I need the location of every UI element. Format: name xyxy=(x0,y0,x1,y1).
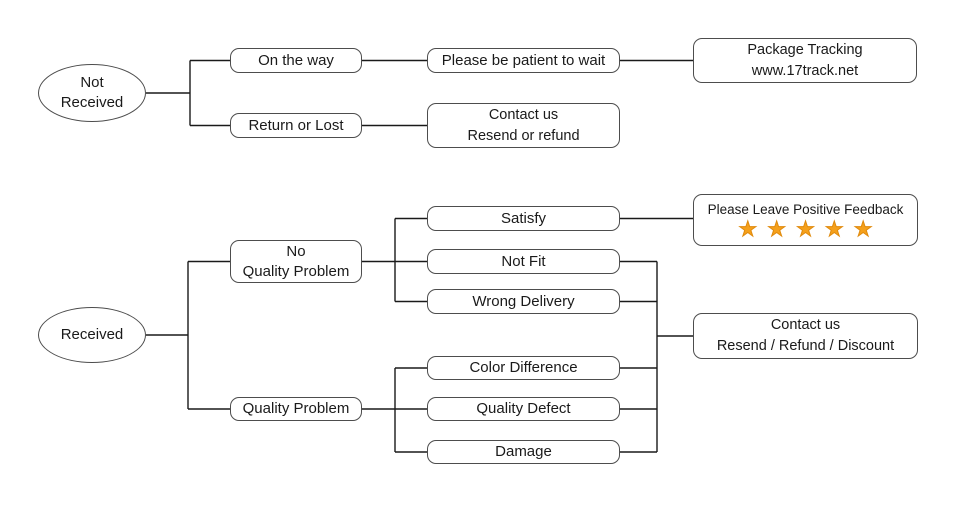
node-return-or-lost: Return or Lost xyxy=(230,113,362,138)
five-star-rating-icon: ★★★★★ xyxy=(738,217,883,241)
node-satisfy: Satisfy xyxy=(427,206,620,231)
feedback-title: Please Leave Positive Feedback xyxy=(707,201,904,217)
node-contact-us-resend-refund-discount: Contact us Resend / Refund / Discount xyxy=(693,313,918,359)
node-wrong-delivery: Wrong Delivery xyxy=(427,289,620,314)
node-damage: Damage xyxy=(427,440,620,464)
node-received: Received xyxy=(38,307,146,363)
connector-line xyxy=(146,59,693,127)
node-please-be-patient: Please be patient to wait xyxy=(427,48,620,73)
node-positive-feedback: Please Leave Positive Feedback ★★★★★ xyxy=(693,194,918,246)
node-on-the-way: On the way xyxy=(230,48,362,73)
node-not-received: Not Received xyxy=(38,64,146,122)
connector-line xyxy=(146,217,693,453)
node-contact-us-resend-refund: Contact us Resend or refund xyxy=(427,103,620,148)
node-not-fit: Not Fit xyxy=(427,249,620,274)
node-quality-defect: Quality Defect xyxy=(427,397,620,421)
node-no-quality-problem: No Quality Problem xyxy=(230,240,362,283)
node-package-tracking: Package Tracking www.17track.net xyxy=(693,38,917,83)
node-quality-problem: Quality Problem xyxy=(230,397,362,421)
node-color-difference: Color Difference xyxy=(427,356,620,380)
